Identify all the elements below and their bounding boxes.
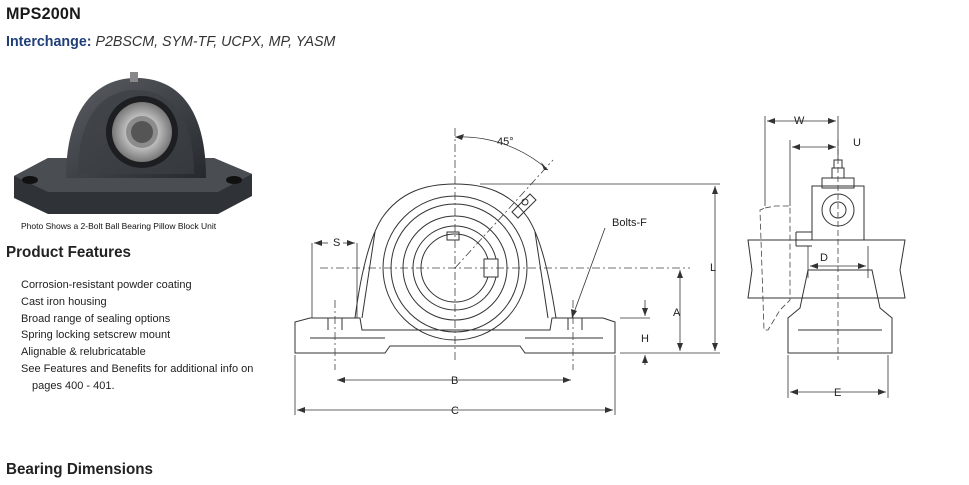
interchange-line: Interchange: P2BSCM, SYM-TF, UCPX, MP, Y… bbox=[6, 33, 335, 50]
dim-label-u: U bbox=[853, 137, 861, 149]
photo-caption: Photo Shows a 2-Bolt Ball Bearing Pillow… bbox=[21, 221, 217, 231]
product-features-list: Corrosion-resistant powder coating Cast … bbox=[21, 277, 253, 395]
feature-item: pages 400 - 401. bbox=[32, 379, 115, 392]
dim-label-h: H bbox=[641, 333, 649, 345]
dim-label-b: B bbox=[451, 375, 458, 387]
dim-label-d: D bbox=[820, 252, 828, 264]
feature-item: Corrosion-resistant powder coating bbox=[21, 279, 192, 291]
dim-label-w: W bbox=[794, 115, 805, 127]
feature-item: Spring locking setscrew mount bbox=[21, 329, 171, 342]
feature-item: See Features and Benefits for additional… bbox=[21, 362, 254, 375]
bolts-label: Bolts-F bbox=[612, 217, 647, 229]
dim-label-a: A bbox=[673, 307, 681, 319]
dim-label-e: E bbox=[834, 387, 841, 399]
interchange-values: P2BSCM, SYM-TF, UCPX, MP, YASM bbox=[95, 33, 336, 50]
feature-item: Broad range of sealing options bbox=[21, 312, 171, 325]
feature-item: Cast iron housing bbox=[21, 295, 107, 308]
product-features-heading: Product Features bbox=[6, 244, 132, 261]
interchange-label: Interchange: bbox=[6, 33, 92, 50]
dim-label-c: C bbox=[451, 405, 459, 417]
dim-label-s: S bbox=[333, 237, 340, 249]
dimension-drawing: 45° Bolts-F S A H L B C W U D E bbox=[294, 115, 906, 417]
feature-item: Alignable & relubricatable bbox=[21, 346, 146, 359]
bearing-dimensions-heading: Bearing Dimensions bbox=[6, 461, 153, 478]
angle-label: 45° bbox=[497, 136, 514, 148]
product-photo bbox=[14, 72, 252, 214]
product-title: MPS200N bbox=[6, 4, 81, 23]
dim-label-l: L bbox=[710, 262, 716, 274]
